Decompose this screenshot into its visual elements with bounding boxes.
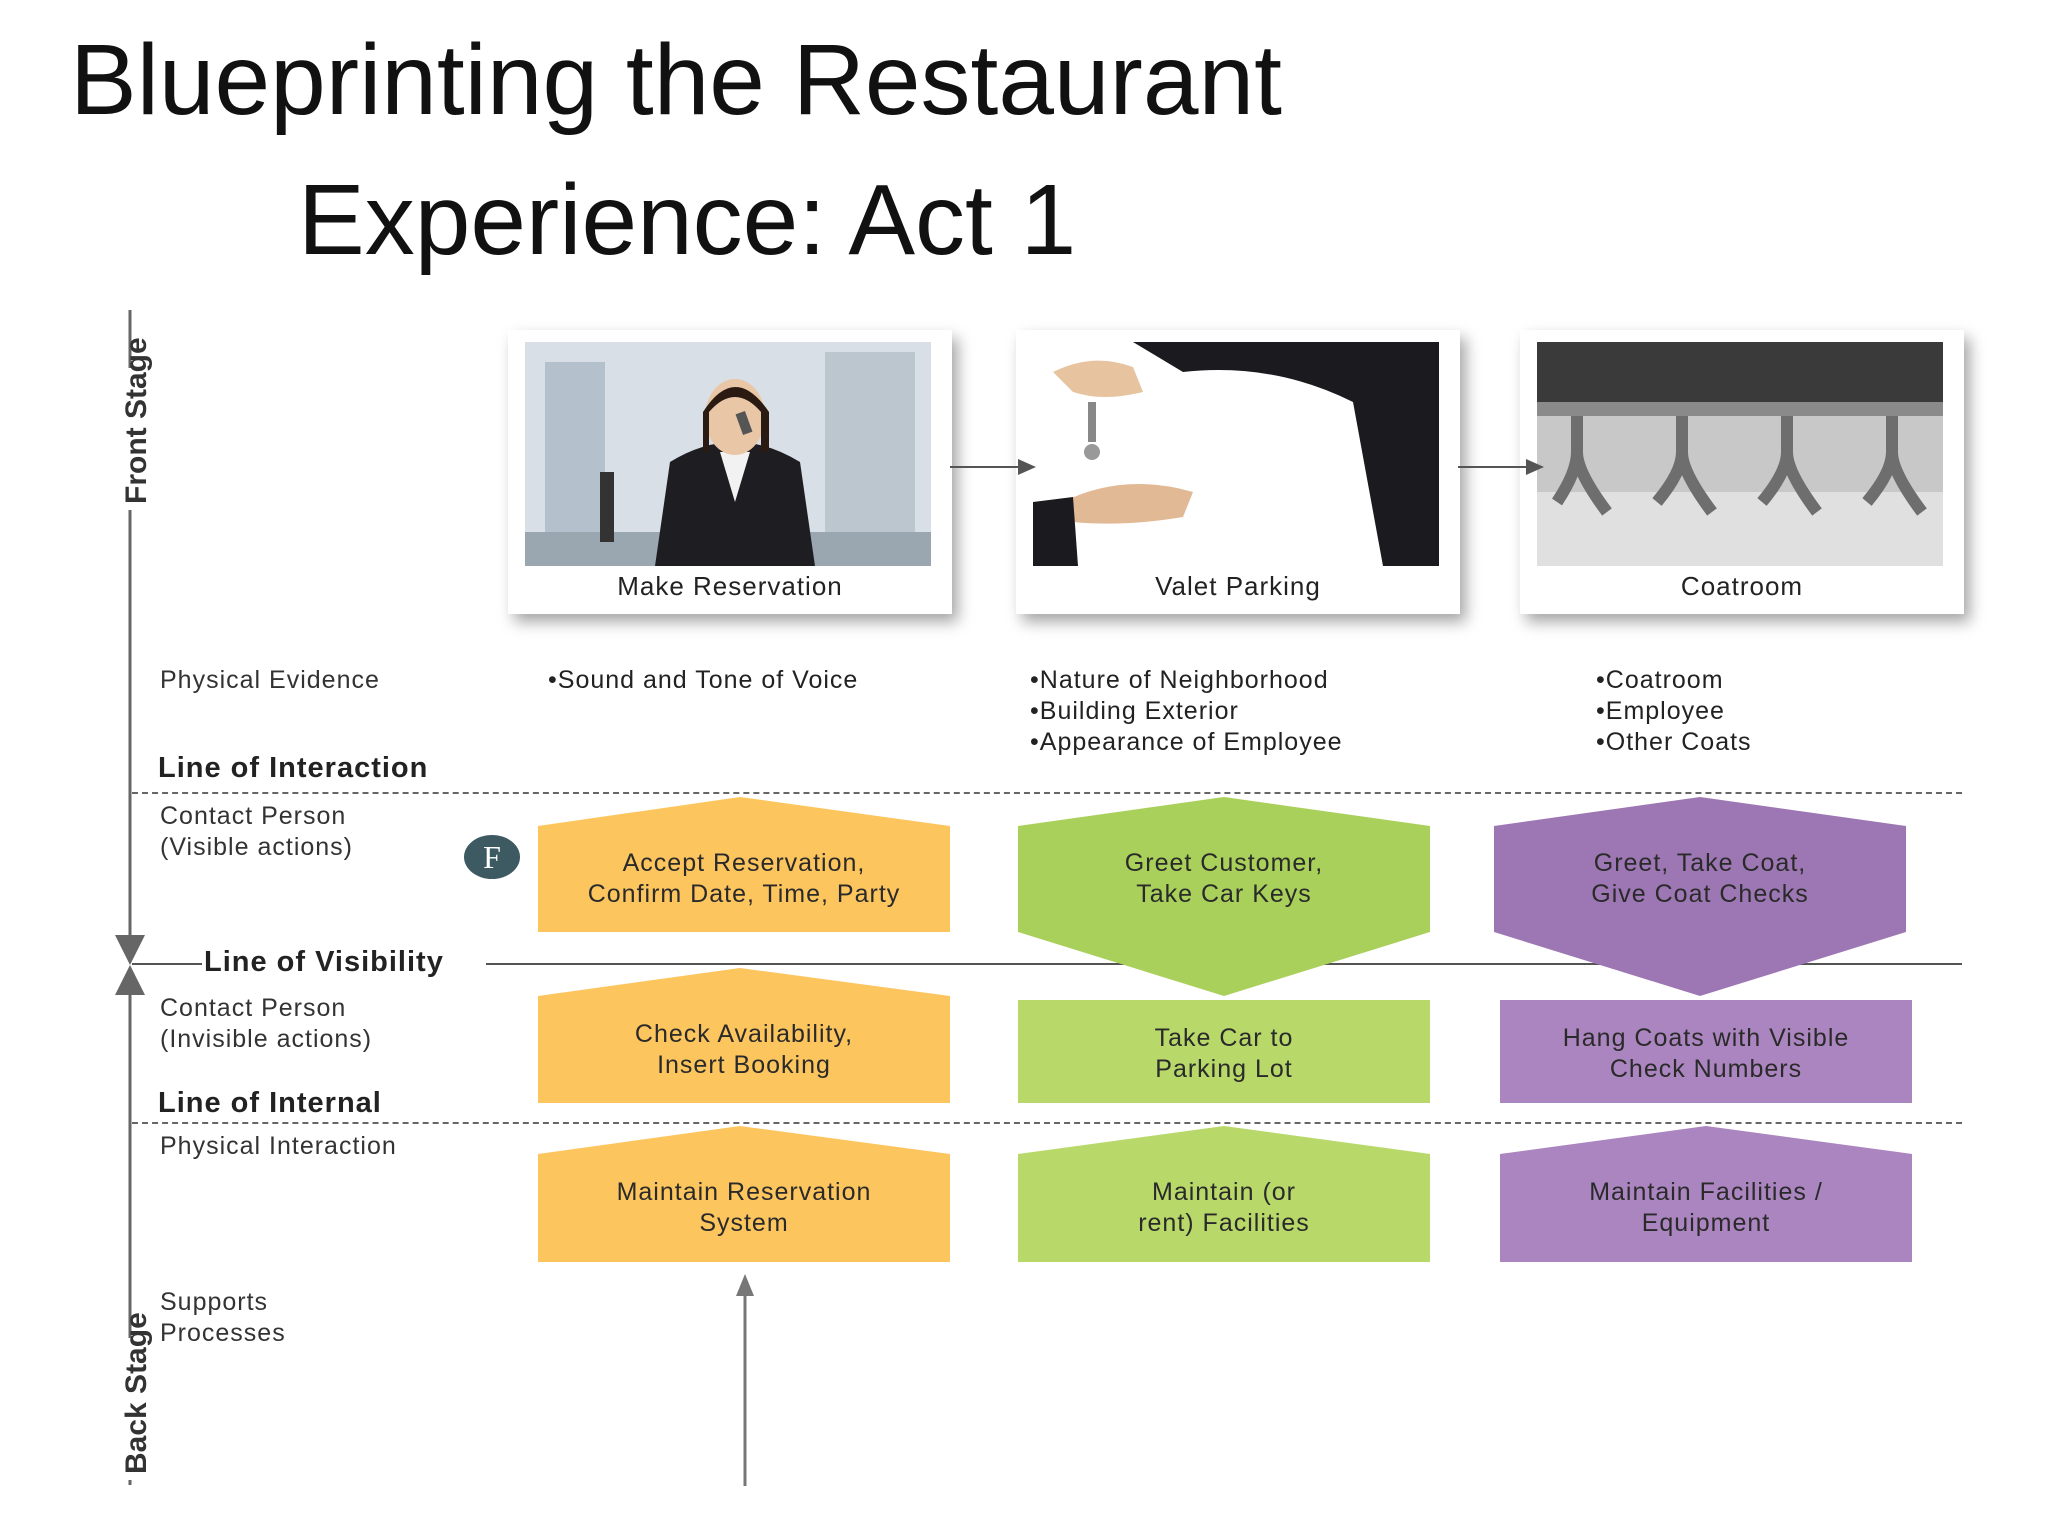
visible-action-shape-valet xyxy=(1018,797,1430,996)
line-of-internal-label: Line of Internal xyxy=(158,1087,382,1119)
visible-action-coatroom: Greet, Take Coat, Give Coat Checks xyxy=(1591,849,1809,908)
evidence-item: Employee xyxy=(1596,696,1752,727)
support-shape-valet xyxy=(1018,1126,1430,1262)
photo-card-coatroom: Coatroom xyxy=(1520,330,1964,614)
coatroom-photo xyxy=(1537,342,1943,566)
caption-valet-parking: Valet Parking xyxy=(1155,571,1321,601)
invisible-action-valet: Take Car to Parking Lot xyxy=(1154,1024,1294,1083)
caption-make-reservation: Make Reservation xyxy=(617,571,843,601)
support-coatroom: Maintain Facilities / Equipment xyxy=(1589,1178,1823,1237)
visible-action-shape-reservation xyxy=(538,797,950,932)
photo-card-valet: Valet Parking xyxy=(1016,330,1460,614)
reservation-photo xyxy=(525,342,931,566)
invisible-action-shape-coatroom xyxy=(1500,1000,1912,1103)
support-arrow-icon xyxy=(736,1274,754,1296)
slide-title-line-1: Blueprinting the Restaurant xyxy=(70,24,1282,136)
row-label-physical-interaction: Physical Interaction xyxy=(160,1132,397,1160)
row-label-contact-visible-2: (Visible actions) xyxy=(160,833,354,861)
evidence-list-coatroom: Coatroom Employee Other Coats xyxy=(1596,665,1752,758)
support-shape-coatroom xyxy=(1500,1126,1912,1262)
line-of-visibility-label: Line of Visibility xyxy=(204,946,444,978)
row-label-physical-evidence: Physical Evidence xyxy=(160,666,380,694)
invisible-action-coatroom: Hang Coats with Visible Check Numbers xyxy=(1562,1024,1850,1083)
evidence-item: Appearance of Employee xyxy=(1030,727,1343,758)
invisible-action-shape-reservation xyxy=(538,968,950,1103)
visible-action-reservation: Accept Reservation, Confirm Date, Time, … xyxy=(587,849,901,908)
evidence-item: Sound and Tone of Voice xyxy=(548,665,858,696)
evidence-item: Coatroom xyxy=(1596,665,1752,696)
line-of-interaction xyxy=(132,792,1962,794)
visible-action-shape-coatroom xyxy=(1494,797,1906,996)
support-valet: Maintain (or rent) Facilities xyxy=(1138,1178,1310,1237)
evidence-list-valet: Nature of Neighborhood Building Exterior… xyxy=(1030,665,1343,758)
line-of-internal xyxy=(132,1122,1962,1124)
row-label-contact-invisible-2: (Invisible actions) xyxy=(160,1025,373,1053)
evidence-item: Building Exterior xyxy=(1030,696,1343,727)
row-label-supports-1: Supports xyxy=(160,1288,269,1316)
line-of-interaction-label: Line of Interaction xyxy=(158,752,429,784)
evidence-list-reservation: Sound and Tone of Voice xyxy=(548,665,858,696)
f-badge-icon: F xyxy=(464,835,520,879)
row-label-supports-2: Processes xyxy=(160,1319,286,1347)
support-shape-reservation xyxy=(538,1126,950,1262)
line-of-visibility-left xyxy=(132,963,202,965)
evidence-item: Other Coats xyxy=(1596,727,1752,758)
support-reservation: Maintain Reservation System xyxy=(616,1178,872,1237)
arrow-valet-to-coatroom xyxy=(1458,459,1544,475)
caption-coatroom: Coatroom xyxy=(1680,571,1804,601)
row-label-contact-visible-1: Contact Person xyxy=(160,802,347,830)
valet-photo xyxy=(1033,342,1439,566)
invisible-action-shape-valet xyxy=(1018,1000,1430,1103)
evidence-item: Nature of Neighborhood xyxy=(1030,665,1343,696)
slide-title-line-2: Experience: Act 1 xyxy=(298,164,1077,276)
photo-card-reservation: Make Reservation xyxy=(508,330,952,614)
arrow-reservation-to-valet xyxy=(950,459,1036,475)
row-label-contact-invisible-1: Contact Person xyxy=(160,994,347,1022)
visible-action-valet: Greet Customer, Take Car Keys xyxy=(1124,849,1324,908)
invisible-action-reservation: Check Availability, Insert Booking xyxy=(634,1020,854,1079)
